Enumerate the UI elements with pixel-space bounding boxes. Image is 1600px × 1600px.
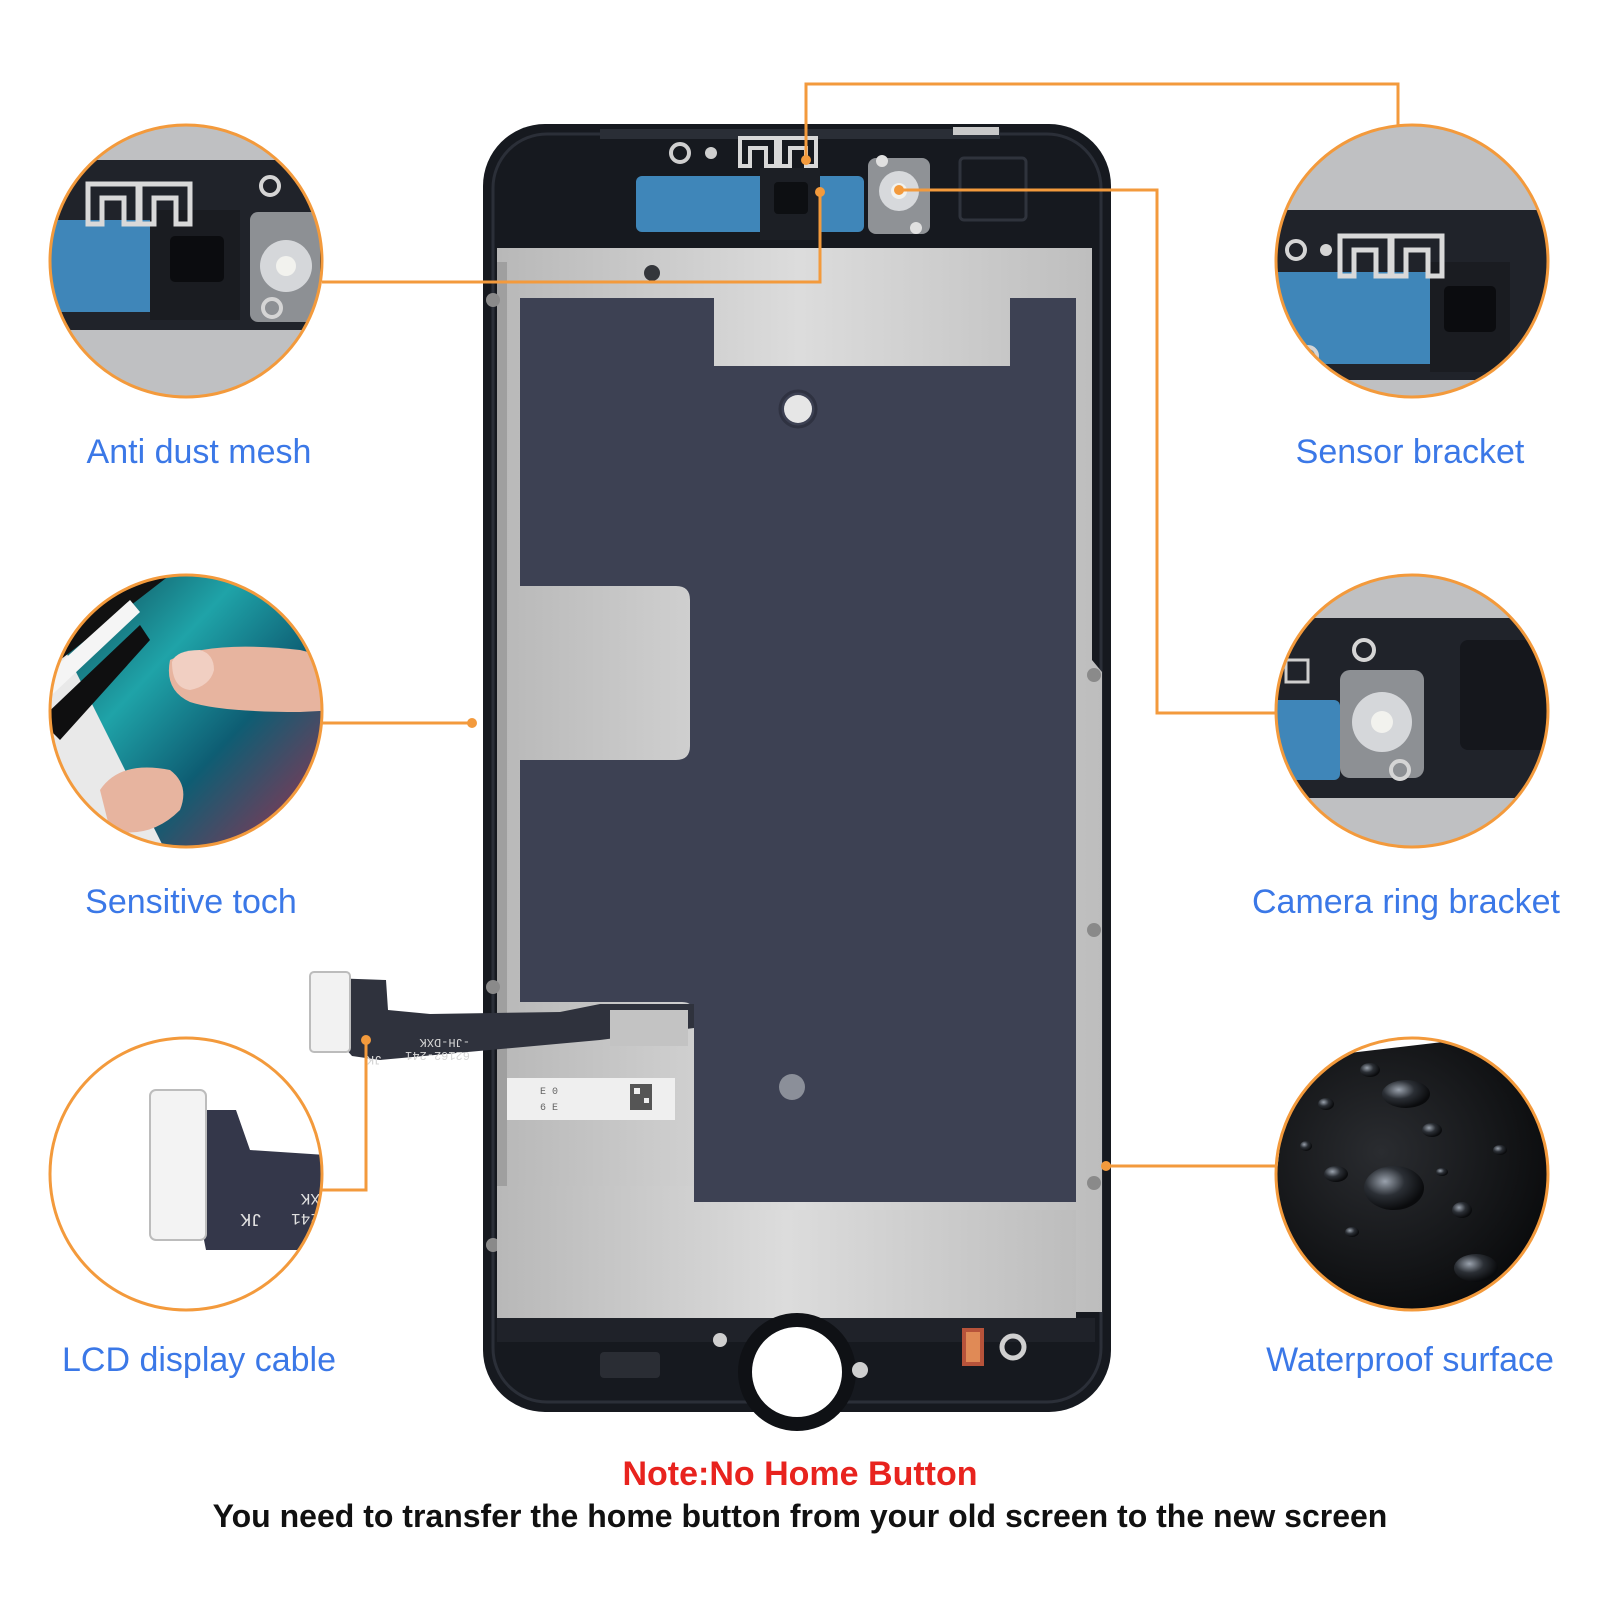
cable-print-text-2: 62162-241 (405, 1048, 470, 1062)
lcd-backplate (520, 298, 1076, 1202)
cable-print-text-3: JK (366, 1052, 382, 1067)
label-waterproof-surface: Waterproof surface (1266, 1341, 1554, 1379)
callout-line-camera (899, 188, 1276, 715)
phone-lcd-assembly: E 0 6 E -JH-DXK 62162-241 JK (309, 124, 1111, 1431)
lcd-flex-cable: -JH-DXK 62162-241 JK (309, 971, 694, 1067)
label-sensitive-touch: Sensitive toch (85, 883, 297, 921)
label-anti-dust-mesh: Anti dust mesh (86, 433, 312, 471)
anti-dust-mesh-strip (636, 176, 864, 232)
callout-line-anti-dust (322, 192, 822, 284)
label-sensor-bracket: Sensor bracket (1295, 433, 1525, 471)
inset-waterproof-surface (1274, 1036, 1550, 1312)
svg-text:E 0: E 0 (540, 1087, 558, 1098)
inset-sensitive-touch (48, 573, 324, 849)
inset-anti-dust-mesh (48, 123, 324, 399)
inset-lcd-display-cable: XK 241 JK (48, 1036, 324, 1312)
inset-sensor-bracket (1274, 123, 1550, 399)
cable-print-text-1: -JH-DXK (419, 1035, 470, 1049)
label-lcd-display-cable: LCD display cable (61, 1341, 337, 1379)
note-title: Note:No Home Button (622, 1455, 978, 1493)
inset-camera-ring-bracket (1274, 573, 1550, 849)
label-camera-ring-bracket: Camera ring bracket (1251, 883, 1561, 921)
cable-zoom-text-3: JK (240, 1208, 262, 1228)
top-bracket-area (600, 127, 1028, 240)
cable-zoom-text-1: XK (300, 1189, 320, 1207)
callout-line-sensor (804, 82, 1400, 160)
callout-line-cable (322, 1040, 368, 1192)
callout-lines (322, 82, 1400, 1192)
svg-text:6 E: 6 E (540, 1103, 558, 1114)
home-button-hole (738, 1313, 856, 1431)
note-text: You need to transfer the home button fro… (212, 1498, 1388, 1534)
